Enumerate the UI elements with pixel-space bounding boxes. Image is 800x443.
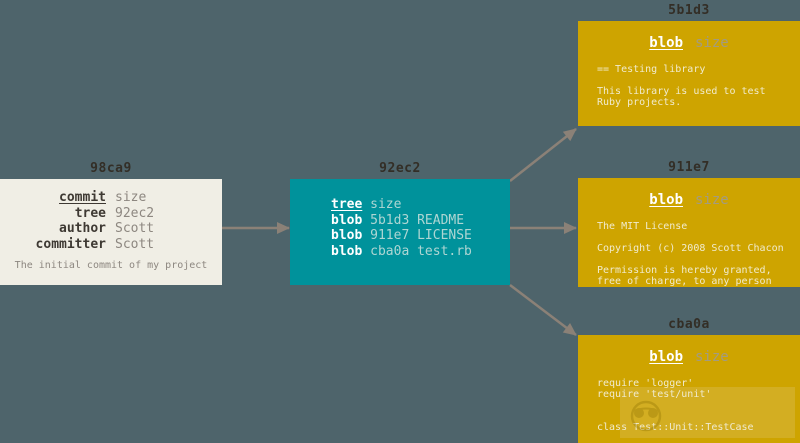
commit-row: commit size — [0, 190, 222, 206]
blob-hash-label: 5b1d3 — [668, 3, 710, 18]
arrow-tree-to-blob-5b1d3 — [509, 128, 577, 182]
watermark — [620, 387, 795, 438]
blob-node-911e7: 911e7 blob size The MIT License Copyright… — [578, 160, 800, 287]
tree-hash-label: 92ec2 — [379, 161, 421, 176]
blob-header: blob size — [578, 347, 800, 367]
commit-row-value: 92ec2 — [115, 205, 155, 221]
blob-header: blob size — [578, 33, 800, 53]
blob-line: This library is used to test — [597, 86, 766, 97]
tree-row-value: cba0a test.rb — [370, 243, 472, 259]
blob-header-key: blob — [649, 192, 683, 208]
blob-header-value: size — [695, 192, 729, 208]
tree-row-value: 5b1d3 README — [370, 212, 465, 228]
commit-box: commit size tree 92ec2 author Scott comm… — [0, 179, 222, 285]
blob-content: require 'logger' require 'test/unit' cla… — [578, 378, 800, 433]
blob-content: == Testing library This library is used … — [578, 64, 800, 108]
blob-line: require 'logger' — [597, 378, 694, 389]
blob-line: Ruby projects. — [597, 97, 682, 108]
tree-row: tree size — [331, 197, 510, 213]
blob-content: The MIT License Copyright (c) 2008 Scott… — [578, 221, 800, 287]
commit-row: author Scott — [0, 221, 222, 237]
commit-row: committer Scott — [0, 237, 222, 253]
tree-row: blob cba0a test.rb — [331, 244, 510, 260]
blob-line — [597, 232, 800, 243]
blob-line: Permission is hereby granted, — [597, 265, 772, 276]
tree-node: 92ec2 tree size blob 5b1d3 README blob 9… — [290, 161, 510, 285]
commit-row-value: Scott — [115, 221, 155, 236]
blob-line: free of charge, to any person — [597, 276, 772, 287]
blob-box: blob size == Testing library This library… — [578, 21, 800, 126]
blob-header-value: size — [695, 35, 729, 51]
tree-row-value: size — [370, 197, 402, 212]
tree-row-key: blob — [331, 212, 363, 228]
blob-header: blob size — [578, 190, 800, 210]
tree-row: blob 911e7 LICENSE — [331, 228, 510, 244]
commit-row: tree 92ec2 — [0, 206, 222, 222]
tree-row-key: blob — [331, 228, 363, 243]
blob-line — [597, 254, 800, 265]
blob-box: blob size The MIT License Copyright (c) 2… — [578, 178, 800, 287]
blob-line: class Test::Unit::TestCase — [597, 422, 754, 433]
blob-node-cba0a: cba0a blob size require 'logger' require … — [578, 317, 800, 443]
tree-row-key: blob — [331, 243, 363, 259]
tree-row-value: 911e7 LICENSE — [370, 228, 472, 243]
commit-row-value: Scott — [115, 236, 155, 252]
tree-row-key: tree — [331, 197, 363, 212]
commit-hash-label: 98ca9 — [90, 161, 132, 176]
blob-hash-label: 911e7 — [668, 160, 710, 175]
blob-hash-label: cba0a — [668, 317, 710, 332]
arrow-tree-to-blob-cba0a — [509, 284, 577, 336]
blob-box: blob size require 'logger' require 'test/… — [578, 335, 800, 443]
commit-row-value: size — [115, 190, 147, 205]
blob-line: == Testing library — [597, 64, 706, 75]
commit-row-key: tree — [74, 205, 106, 221]
blob-node-5b1d3: 5b1d3 blob size == Testing library This l… — [578, 3, 800, 126]
blob-line — [597, 75, 800, 86]
commit-node: 98ca9 commit size tree 92ec2 author Scot… — [0, 161, 222, 285]
blob-header-value: size — [695, 349, 729, 365]
blob-header-key: blob — [649, 35, 683, 51]
blob-line: require 'test/unit' — [597, 389, 712, 400]
commit-row-key: commit — [59, 190, 106, 205]
commit-row-key: author — [59, 221, 106, 236]
commit-row-key: committer — [35, 236, 106, 252]
tree-box: tree size blob 5b1d3 README blob 911e7 L… — [290, 179, 510, 285]
blob-line: The MIT License — [597, 221, 688, 232]
blob-header-key: blob — [649, 349, 683, 365]
watermark-logo-icon — [630, 400, 662, 432]
blob-line: Copyright (c) 2008 Scott Chacon — [597, 243, 784, 254]
tree-row: blob 5b1d3 README — [331, 213, 510, 229]
commit-message: The initial commit of my project — [14, 260, 208, 271]
